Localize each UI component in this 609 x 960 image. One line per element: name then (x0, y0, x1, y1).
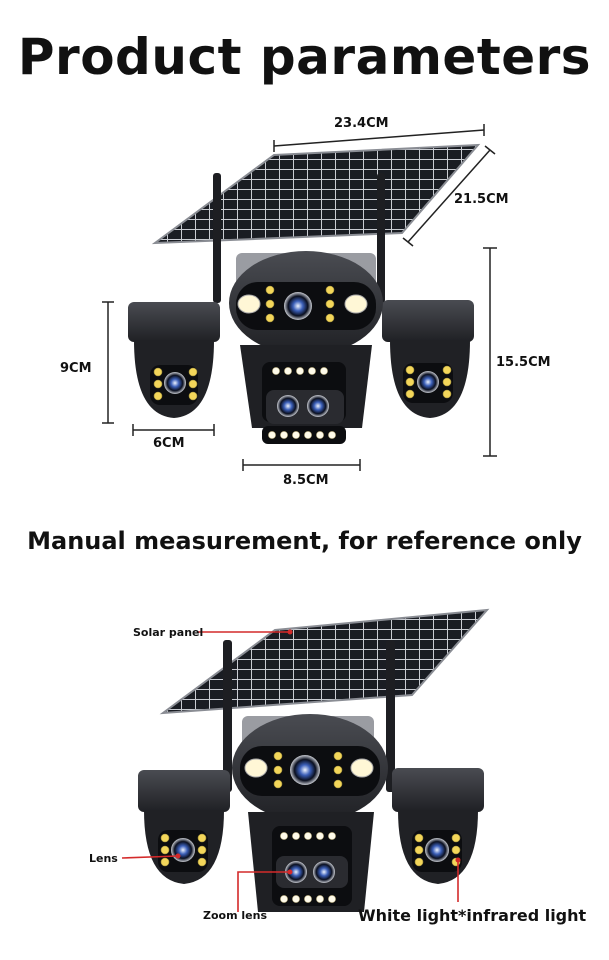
antenna-left (213, 173, 221, 303)
callout-zoom-lens: Zoom lens (203, 909, 267, 922)
center-camera (229, 251, 383, 444)
callout-solar-panel: Solar panel (133, 626, 204, 639)
side-camera-left-bottom (138, 770, 230, 884)
page-title: Product parameters (17, 28, 592, 86)
dim-panel-width: 23.4CM (334, 116, 389, 131)
side-camera-right-bottom (392, 768, 484, 884)
dimension-lines (102, 124, 497, 471)
dim-panel-depth: 21.5CM (454, 192, 509, 207)
callout-lines (121, 631, 459, 912)
center-camera-bottom (232, 714, 388, 912)
dim-center-cam-width: 8.5CM (283, 473, 329, 488)
dim-side-cam-height: 9CM (60, 361, 92, 376)
callout-white-infrared-light: White light*infrared light (358, 906, 587, 925)
dim-total-height: 15.5CM (496, 355, 551, 370)
callout-lens: Lens (89, 852, 118, 865)
antenna-right (377, 173, 385, 303)
solar-panel (151, 143, 481, 245)
side-camera-right (382, 300, 474, 418)
solar-panel-bottom (159, 608, 490, 715)
dim-side-cam-width: 6CM (153, 436, 185, 451)
page-subtitle: Manual measurement, for reference only (27, 527, 582, 555)
side-camera-left (128, 302, 220, 418)
